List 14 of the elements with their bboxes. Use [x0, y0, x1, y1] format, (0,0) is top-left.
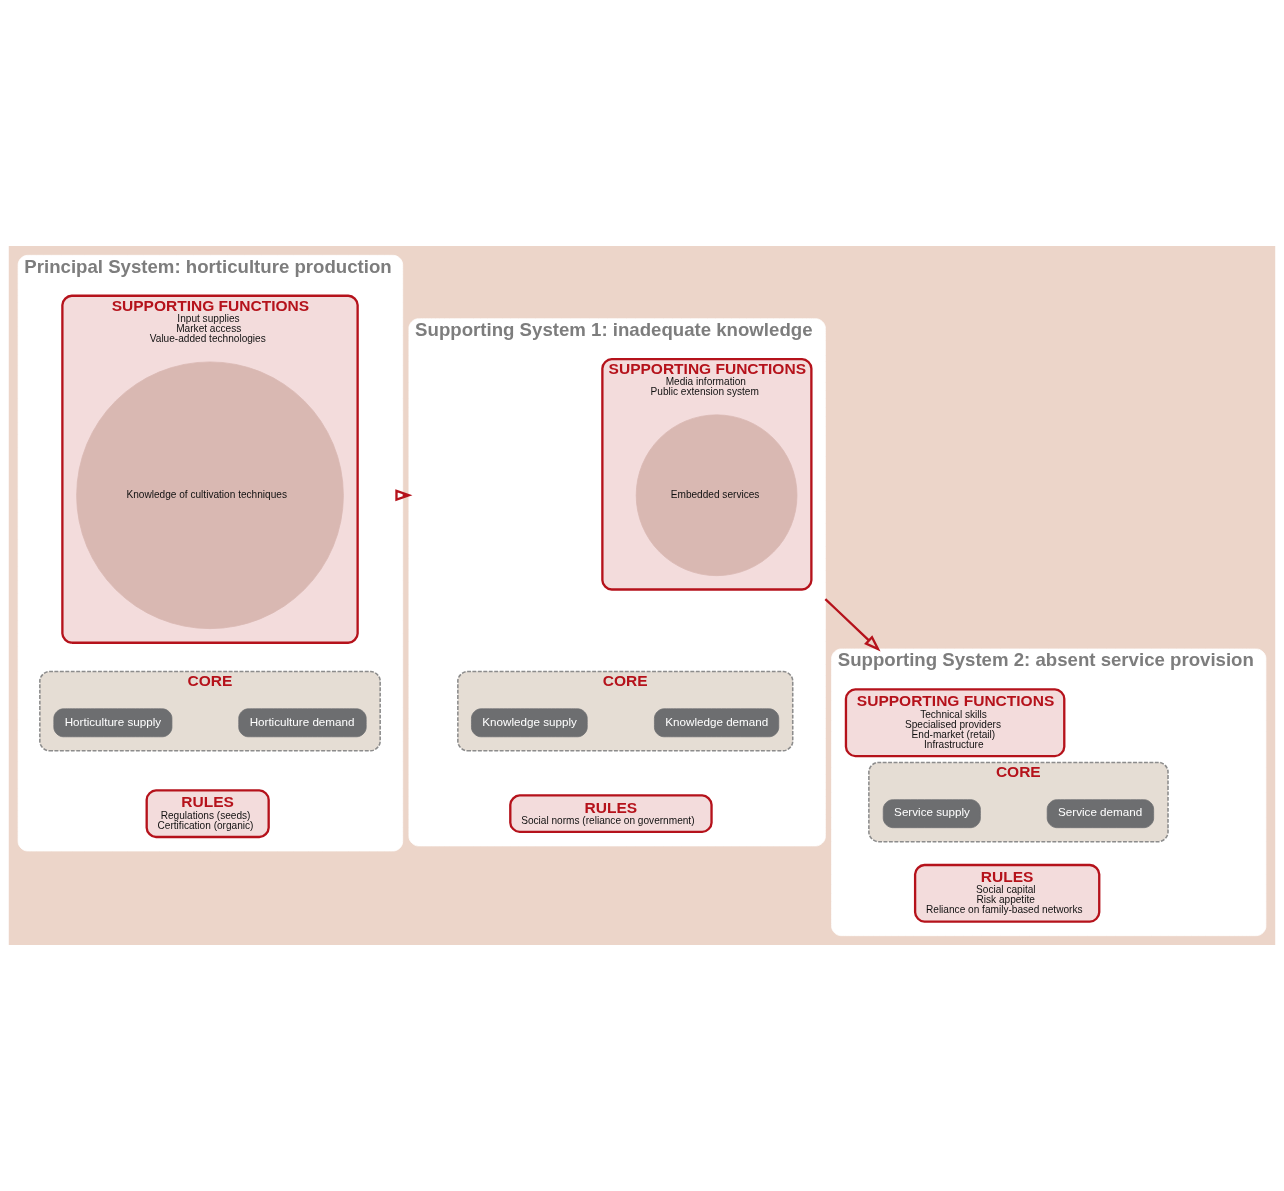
- node-box: Horticulture supply: [53, 708, 173, 738]
- node-box: RULES Social capital Risk appetite Reliance on family-based networks: [913, 863, 1101, 923]
- node-box: Service supply: [882, 799, 981, 829]
- node-circle: Knowledge of cultivation techniques: [76, 361, 344, 629]
- node-box: SUPPORTING FUNCTIONS Technical skills Specialised providers End-market (retail) Infrastructure: [844, 688, 1066, 758]
- node-box: RULES Regulations (seeds) Certification (organic): [145, 789, 270, 839]
- arrow: [395, 489, 413, 502]
- arrow: [824, 598, 881, 652]
- node-box: Knowledge supply: [471, 708, 588, 738]
- node-circle: Embedded services: [635, 414, 798, 577]
- node-box: Knowledge demand: [654, 708, 780, 738]
- node-box: Horticulture demand: [238, 708, 367, 738]
- node-box: RULES Social norms (reliance on government): [509, 794, 713, 834]
- node-box: Service demand: [1046, 799, 1155, 829]
